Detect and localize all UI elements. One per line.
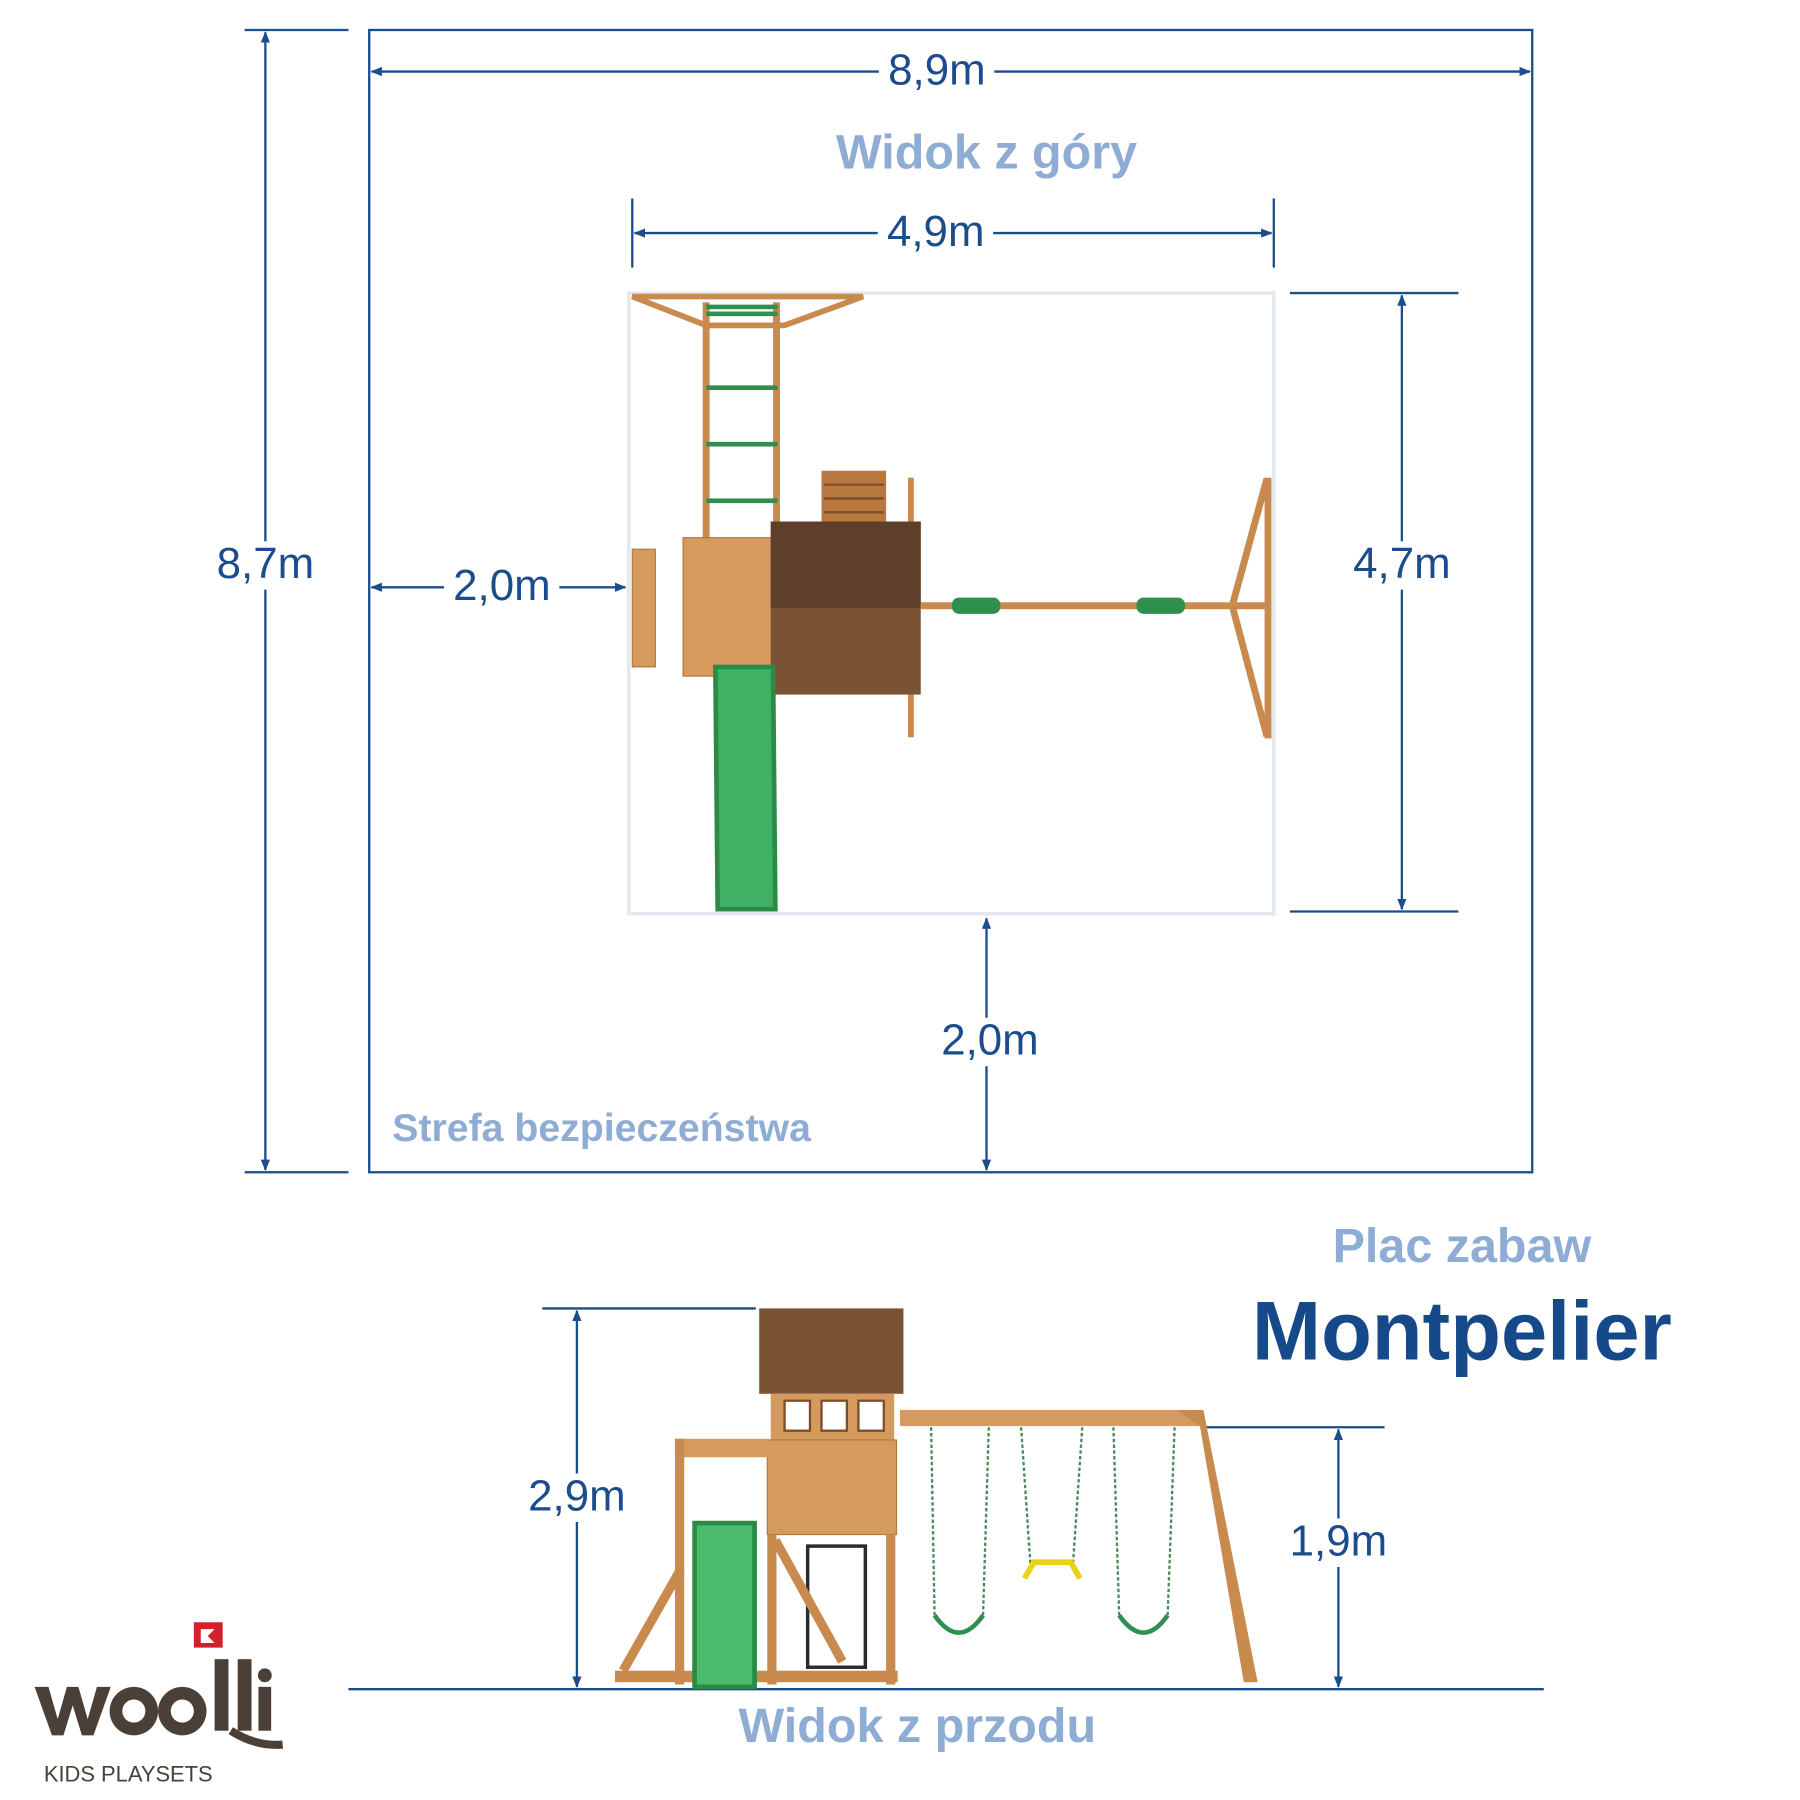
safety-zone-label: Strefa bezpieczeństwa (392, 1106, 811, 1151)
left-clearance-label: 2,0m (443, 562, 560, 612)
woodlit-logo: KIDS PLAYSETS (34, 1622, 284, 1786)
total-height-label: 2,9m (518, 1473, 635, 1522)
front-view-title: Widok z przodu (738, 1698, 1097, 1753)
swing-height-label: 1,9m (1280, 1518, 1397, 1567)
total-depth-label: 8,7m (207, 540, 324, 590)
woodlit-wordmark (34, 1659, 272, 1736)
playset-width-label: 4,9m (877, 208, 994, 258)
product-name: Montpelier (1251, 1285, 1672, 1379)
product-category: Plac zabaw (1332, 1218, 1592, 1273)
total-width-label: 8,9m (878, 47, 995, 96)
safety-zone-border (368, 28, 1534, 1174)
playset-depth-label: 4,7m (1343, 540, 1460, 590)
playset-front-view (614, 1308, 1258, 1690)
top-view-title: Widok z góry (835, 124, 1138, 179)
bottom-clearance-label: 2,0m (931, 1017, 1048, 1066)
playset-footprint (627, 291, 1276, 916)
playset-top-view (631, 293, 1272, 912)
brand-tagline: KIDS PLAYSETS (44, 1761, 213, 1786)
